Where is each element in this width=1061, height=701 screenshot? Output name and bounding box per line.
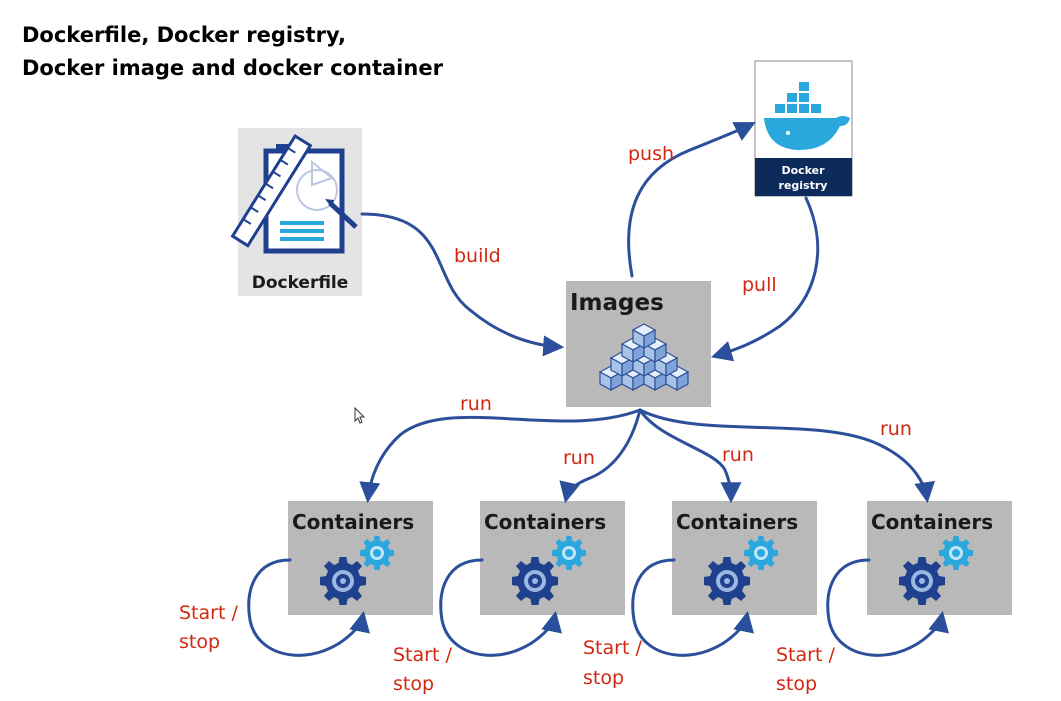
start-stop-arrow [247, 558, 370, 657]
mouse-cursor-icon [354, 406, 366, 424]
diagram-title-line2: Docker image and docker container [22, 56, 443, 80]
images-label: Images [570, 290, 664, 316]
start-stop-label: stop [583, 667, 624, 689]
start-stop-arrow [439, 558, 562, 657]
container-label: Containers [292, 510, 414, 534]
run-arrow [559, 408, 642, 504]
container-node: Containers [672, 501, 817, 615]
start-stop-arrow [631, 558, 754, 657]
container-label: Containers [676, 510, 798, 534]
dockerfile-node: Dockerfile [230, 128, 362, 296]
docker-whale-icon [764, 82, 850, 151]
run-arrow [638, 408, 936, 504]
pull-arrow [710, 196, 820, 362]
registry-label-line2: registry [779, 179, 828, 192]
run-arrow [638, 408, 742, 504]
start-stop-label: Start / [179, 602, 238, 624]
start-stop-label: stop [393, 673, 434, 695]
build-label: build [454, 245, 501, 267]
push-label: push [628, 143, 674, 165]
diagram-title-line1: Dockerfile, Docker registry, [22, 23, 346, 47]
start-stop-arrow [826, 558, 949, 657]
start-stop-label: stop [776, 673, 817, 695]
container-label: Containers [871, 510, 993, 534]
container-node: Containers [288, 501, 433, 615]
start-stop-label: Start / [583, 637, 642, 659]
pull-label: pull [742, 274, 777, 296]
docker-registry-node: Docker registry [754, 60, 853, 197]
start-stop-label: Start / [393, 644, 452, 666]
registry-label-line1: Docker [781, 164, 825, 177]
run-label: run [460, 393, 492, 415]
build-arrow [360, 212, 565, 357]
run-label: run [563, 447, 595, 469]
run-label: run [880, 418, 912, 440]
start-stop-label: stop [179, 631, 220, 653]
start-stop-label: Start / [776, 644, 835, 666]
images-node: Images [566, 281, 711, 407]
container-node: Containers [867, 501, 1012, 615]
run-label: run [722, 444, 754, 466]
push-arrow [627, 122, 756, 278]
dockerfile-icon [230, 133, 358, 254]
container-node: Containers [480, 501, 625, 615]
run-arrow [359, 408, 642, 504]
dockerfile-label: Dockerfile [252, 273, 349, 293]
container-label: Containers [484, 510, 606, 534]
